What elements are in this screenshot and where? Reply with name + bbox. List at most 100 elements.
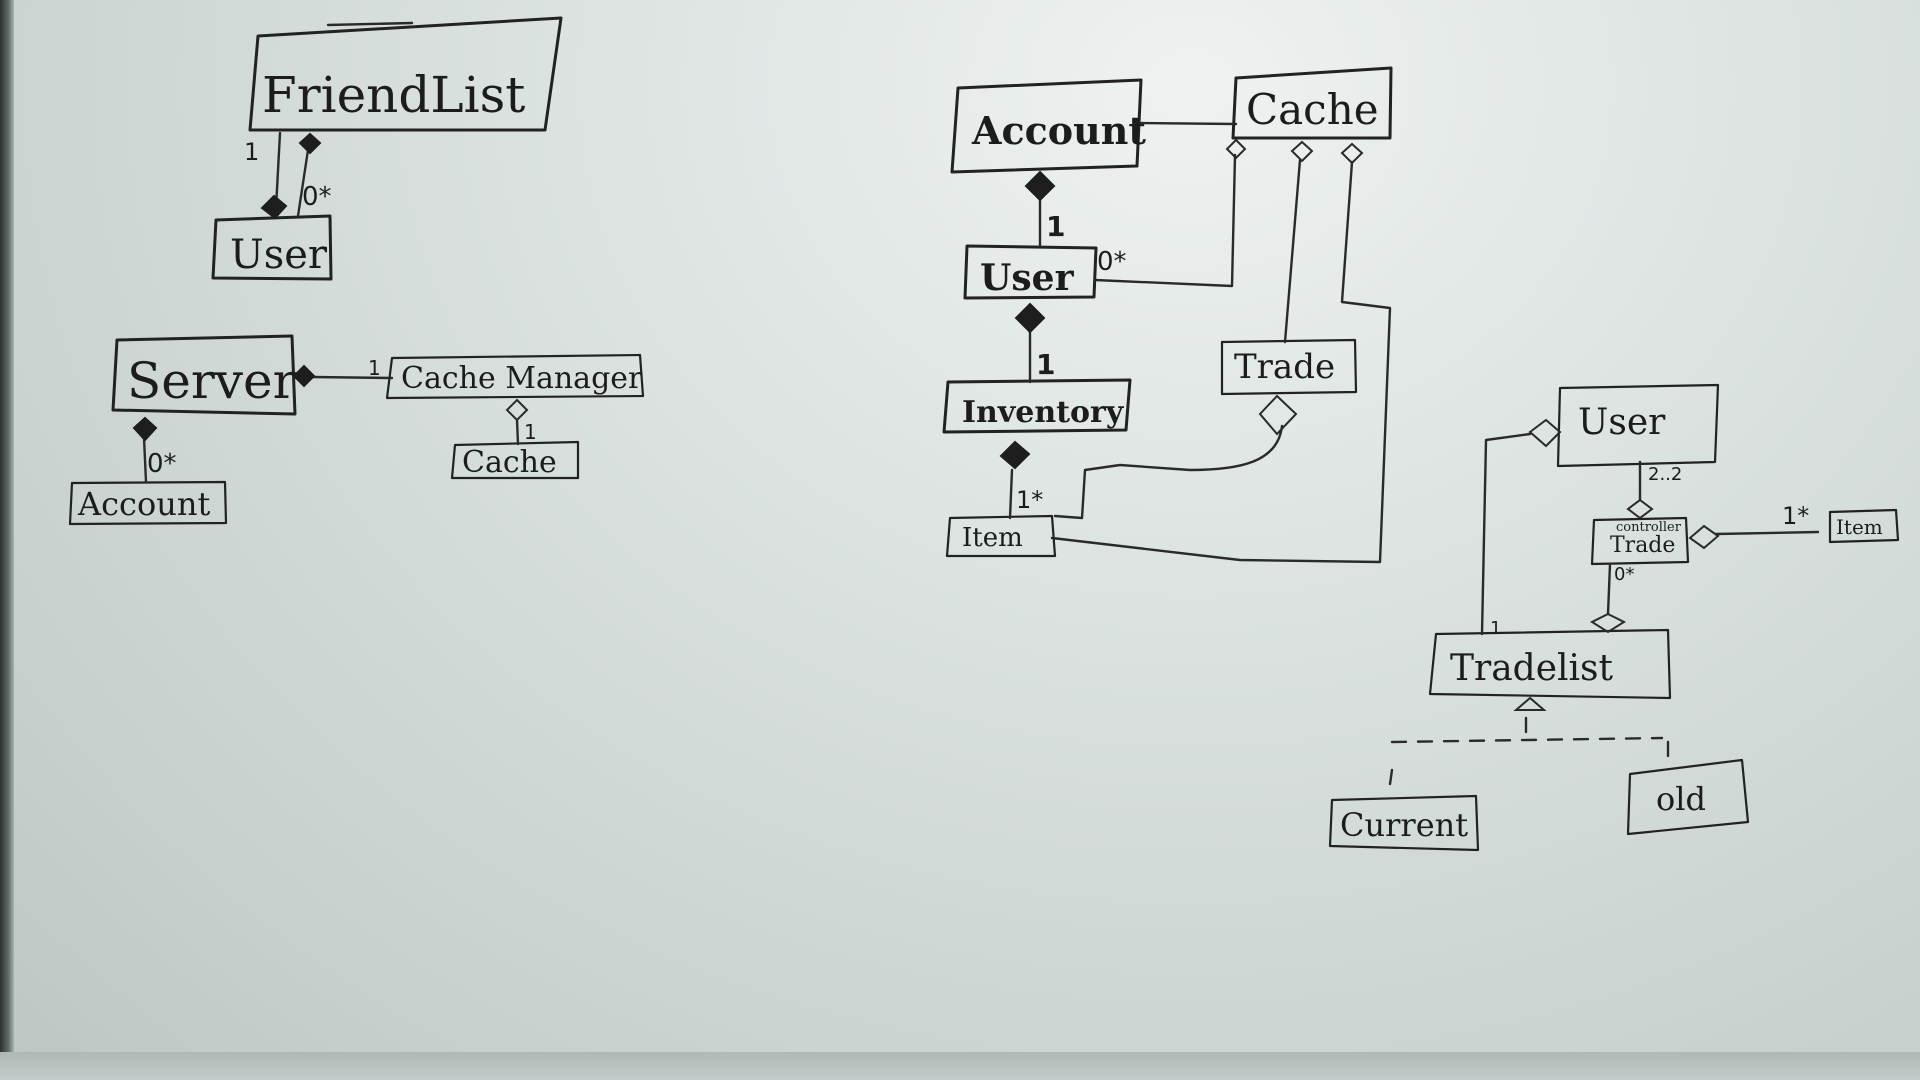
edge-tradelist-user xyxy=(1480,432,1532,636)
class-box-account-left xyxy=(68,480,228,526)
class-label-user-right: User xyxy=(1578,402,1666,443)
diamond-filled-icon xyxy=(1014,302,1046,334)
class-item-right: Item xyxy=(1828,508,1900,544)
class-current: Current xyxy=(1328,794,1480,852)
class-box-cache-left xyxy=(450,440,580,480)
mult-tradelist-1: 1 xyxy=(1490,618,1501,639)
class-label-item-right: Item xyxy=(1836,515,1883,539)
class-box-account-middle xyxy=(950,78,1143,174)
edge-server-account xyxy=(142,436,148,484)
class-user-right: User xyxy=(1556,383,1720,468)
mult-trade-tradelist-0n: 0* xyxy=(1614,564,1634,585)
class-label-tradelist: Tradelist xyxy=(1450,648,1614,689)
diamond-open-icon xyxy=(1290,140,1314,163)
edge-cachemanager-cache xyxy=(515,418,520,446)
class-user-middle: User xyxy=(963,244,1098,300)
class-box-trade-middle xyxy=(1220,338,1358,396)
edge-friendlist-user-aggregation xyxy=(296,148,310,218)
class-box-inventory xyxy=(942,378,1132,434)
diamond-open-icon xyxy=(1589,612,1627,634)
class-label-item-middle: Item xyxy=(962,523,1023,553)
mult-account-1: 1 xyxy=(1046,210,1065,243)
edge-trade-tradelist xyxy=(1606,562,1612,616)
mult-friendlist-0n: 0* xyxy=(302,182,332,212)
diamond-open-icon xyxy=(1258,394,1298,436)
class-box-user-left xyxy=(211,214,333,281)
diamond-filled-icon xyxy=(1024,170,1056,202)
class-box-current xyxy=(1328,794,1480,852)
edge-trade-item-right xyxy=(1714,530,1820,536)
diamond-open-icon xyxy=(505,398,529,422)
mult-inventory-1n: 1* xyxy=(1016,486,1043,514)
class-box-cache-middle xyxy=(1231,66,1393,140)
edge-cache-user xyxy=(1093,153,1237,288)
edge-friendlist-user-composition xyxy=(274,131,282,210)
class-label-cache-left: Cache xyxy=(462,445,557,480)
edge-server-cachemanager xyxy=(310,375,394,380)
class-stereotype-trade-right: controller xyxy=(1616,520,1682,535)
class-label-trade-middle: Trade xyxy=(1234,347,1335,387)
mult-user-trade-22: 2..2 xyxy=(1648,464,1682,485)
class-friendlist: FriendList xyxy=(248,16,563,132)
class-box-user-middle xyxy=(963,244,1098,300)
class-box-friendlist xyxy=(248,16,563,132)
class-label-cache-middle: Cache xyxy=(1246,85,1379,134)
diamond-open-icon xyxy=(1528,418,1562,448)
diamond-open-icon xyxy=(1688,524,1720,550)
edge-generalization-current xyxy=(1388,768,1394,786)
edge-cache-item xyxy=(1050,160,1392,564)
class-cache-left: Cache xyxy=(450,440,580,480)
diamond-open-icon xyxy=(1626,498,1654,520)
edge-cache-trade xyxy=(1283,158,1302,344)
class-inventory: Inventory xyxy=(942,378,1132,434)
class-label-user-middle: User xyxy=(980,257,1075,299)
class-tradelist: Tradelist xyxy=(1428,628,1672,700)
class-box-server xyxy=(111,334,297,416)
class-old: old xyxy=(1626,758,1750,836)
class-trade-right: controller Trade xyxy=(1590,516,1690,566)
edge-generalization-branch xyxy=(1390,736,1664,744)
class-label-trade-right: Trade xyxy=(1610,533,1675,558)
overline-stroke xyxy=(326,21,414,27)
whiteboard-frame-left xyxy=(0,0,14,1080)
mult-cache-user-0n: 0* xyxy=(1097,247,1127,277)
generalization-triangle-icon xyxy=(1513,696,1547,711)
edge-inventory-item xyxy=(1008,468,1014,520)
class-account-left: Account xyxy=(68,480,228,526)
class-label-server: Server xyxy=(127,352,297,410)
diamond-filled-icon xyxy=(298,132,322,155)
class-label-account-middle: Account xyxy=(971,108,1146,153)
class-cache-middle: Cache xyxy=(1231,66,1393,140)
class-box-trade-right xyxy=(1590,516,1690,566)
class-box-tradelist xyxy=(1428,628,1672,700)
edge-account-cache xyxy=(1139,121,1238,126)
diamond-filled-icon xyxy=(260,194,288,220)
whiteboard-frame-bottom xyxy=(0,1052,1920,1080)
class-label-inventory: Inventory xyxy=(962,395,1125,430)
mult-user-1: 1 xyxy=(1036,348,1055,381)
class-box-user-right xyxy=(1556,383,1720,468)
class-label-user-left: User xyxy=(230,232,328,278)
edge-trade-item xyxy=(1053,424,1284,520)
class-cache-manager: Cache Manager xyxy=(385,353,645,400)
mult-trade-item-1n: 1* xyxy=(1782,502,1809,530)
class-label-old: old xyxy=(1656,780,1706,818)
diamond-open-icon xyxy=(1340,142,1364,165)
diamond-open-icon xyxy=(1225,138,1247,160)
diamond-filled-icon xyxy=(292,364,316,388)
class-label-current: Current xyxy=(1340,806,1468,844)
class-trade-middle: Trade xyxy=(1220,338,1358,396)
class-label-friendlist: FriendList xyxy=(262,66,525,124)
class-label-account-left: Account xyxy=(77,485,210,523)
class-box-item-middle xyxy=(945,514,1057,558)
mult-server-0n: 0* xyxy=(147,449,177,479)
class-server: Server xyxy=(111,334,297,416)
class-account-middle: Account xyxy=(950,78,1146,174)
diamond-filled-icon xyxy=(999,440,1031,470)
class-label-cache-manager: Cache Manager xyxy=(401,361,643,396)
class-box-old xyxy=(1626,758,1750,836)
mult-server-1: 1 xyxy=(368,356,381,380)
class-box-item-right xyxy=(1828,508,1900,544)
